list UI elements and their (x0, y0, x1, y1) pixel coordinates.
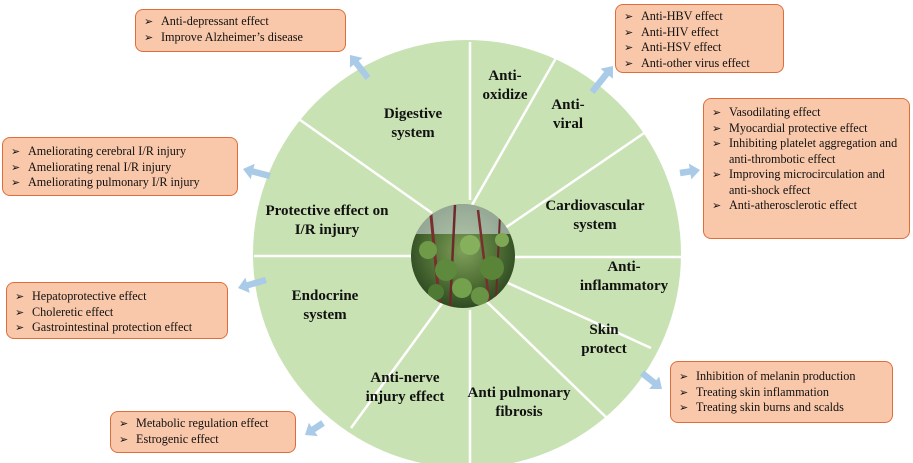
list-item: Anti-HBV effect (624, 9, 777, 25)
segment-label-line: oxidize (483, 87, 528, 103)
segment-label-line: system (391, 125, 435, 141)
endocrine-effects-box: Metabolic regulation effect Estrogenic e… (110, 411, 296, 453)
list-item: Myocardial protective effect (712, 121, 903, 137)
segment-divider (485, 300, 611, 422)
list-item: Choleretic effect (15, 305, 221, 321)
segment-divider (349, 301, 445, 429)
neuro-effects-box: Anti-depressant effect Improve Alzheimer… (135, 9, 346, 52)
segment-divider (470, 57, 558, 206)
skin-effects-box: Inhibition of melanin production Treatin… (670, 361, 893, 423)
antiviral-effects-box: Anti-HBV effect Anti-HIV effect Anti-HSV… (615, 4, 784, 73)
segment-label-line: protect (581, 341, 627, 357)
list-item: Improve Alzheimer’s disease (144, 30, 339, 46)
list-item: Ameliorating pulmonary I/R injury (11, 175, 231, 191)
arrow-icon (349, 55, 371, 80)
segment-divider (507, 281, 652, 350)
list-item: Hepatoprotective effect (15, 289, 221, 305)
segment-label-line: system (573, 217, 617, 233)
segment-label-anti-oxidize: Anti-oxidize (483, 68, 528, 103)
arrow-icon (589, 66, 613, 94)
segment-label-line: viral (553, 116, 583, 132)
list-item: Improving microcirculation and anti-shoc… (712, 167, 903, 198)
arrow-icon (238, 276, 267, 293)
list-item: Estrogenic effect (119, 432, 289, 448)
segment-label-anti-viral: Anti-viral (551, 97, 584, 132)
segment-label-line: I/R injury (295, 222, 360, 238)
list-item: Treating skin burns and scalds (679, 400, 886, 416)
list-item: Ameliorating renal I/R injury (11, 160, 231, 176)
segment-label-line: fibrosis (495, 404, 542, 420)
segment-label-line: Skin (589, 322, 619, 338)
ir-injury-box: Ameliorating cerebral I/R injury Amelior… (2, 137, 238, 196)
segment-label-anti-inflammatory: Anti-inflammatory (580, 259, 669, 294)
segment-dividers (254, 42, 681, 463)
segment-label-line: Endocrine (292, 288, 359, 304)
list-item: Ameliorating cerebral I/R injury (11, 144, 231, 160)
list-item: Treating skin inflammation (679, 385, 886, 401)
segment-label-line: Protective effect on (266, 203, 390, 219)
arrows (238, 55, 700, 437)
list-item: Anti-atherosclerotic effect (712, 198, 903, 214)
list-item: Inhibiting platelet aggregation and anti… (712, 136, 903, 167)
segment-label-line: injury effect (366, 389, 445, 405)
digestive-effects-box: Hepatoprotective effect Choleretic effec… (6, 282, 228, 339)
list-item: Anti-HIV effect (624, 25, 777, 41)
segment-label-line: system (303, 307, 347, 323)
segment-label-line: Anti- (551, 97, 584, 113)
segment-label-line: inflammatory (580, 278, 669, 294)
segment-label-anti-nerve: Anti-nerve injury effect (366, 370, 445, 405)
segment-label-protective-ir: Protective effect on I/R injury (266, 203, 390, 238)
segment-label-line: Anti- (488, 68, 521, 84)
list-item: Vasodilating effect (712, 105, 903, 121)
segment-label-skin-protect: Skin protect (581, 322, 627, 357)
list-item: Anti-other virus effect (624, 56, 777, 72)
segment-label-line: Anti pulmonary (468, 385, 571, 401)
list-item: Inhibition of melanin production (679, 369, 886, 385)
list-item: Metabolic regulation effect (119, 416, 289, 432)
segment-label-line: Anti- (607, 259, 640, 275)
segment-label-cardiovascular: Cardiovascular system (545, 198, 645, 233)
arrow-icon (640, 370, 662, 389)
segment-label-line: Anti-nerve (370, 370, 439, 386)
segment-divider (285, 108, 433, 215)
segment-label-line: Digestive (384, 106, 443, 122)
plant-photo (411, 204, 515, 308)
segment-label-line: Cardiovascular (545, 198, 645, 214)
arrow-icon (679, 163, 700, 180)
arrow-icon (243, 163, 271, 180)
list-item: Anti-depressant effect (144, 14, 339, 30)
segment-label-digestive: Digestive system (384, 106, 443, 141)
arrow-icon (305, 420, 325, 437)
list-item: Anti-HSV effect (624, 40, 777, 56)
segment-label-endocrine: Endocrine system (292, 288, 359, 323)
list-item: Gastrointestinal protection effect (15, 320, 221, 336)
segment-divider (504, 125, 654, 230)
segment-label-anti-pulmonary: Anti pulmonary fibrosis (468, 385, 571, 420)
cardiovascular-effects-box: Vasodilating effect Myocardial protectiv… (703, 98, 910, 239)
